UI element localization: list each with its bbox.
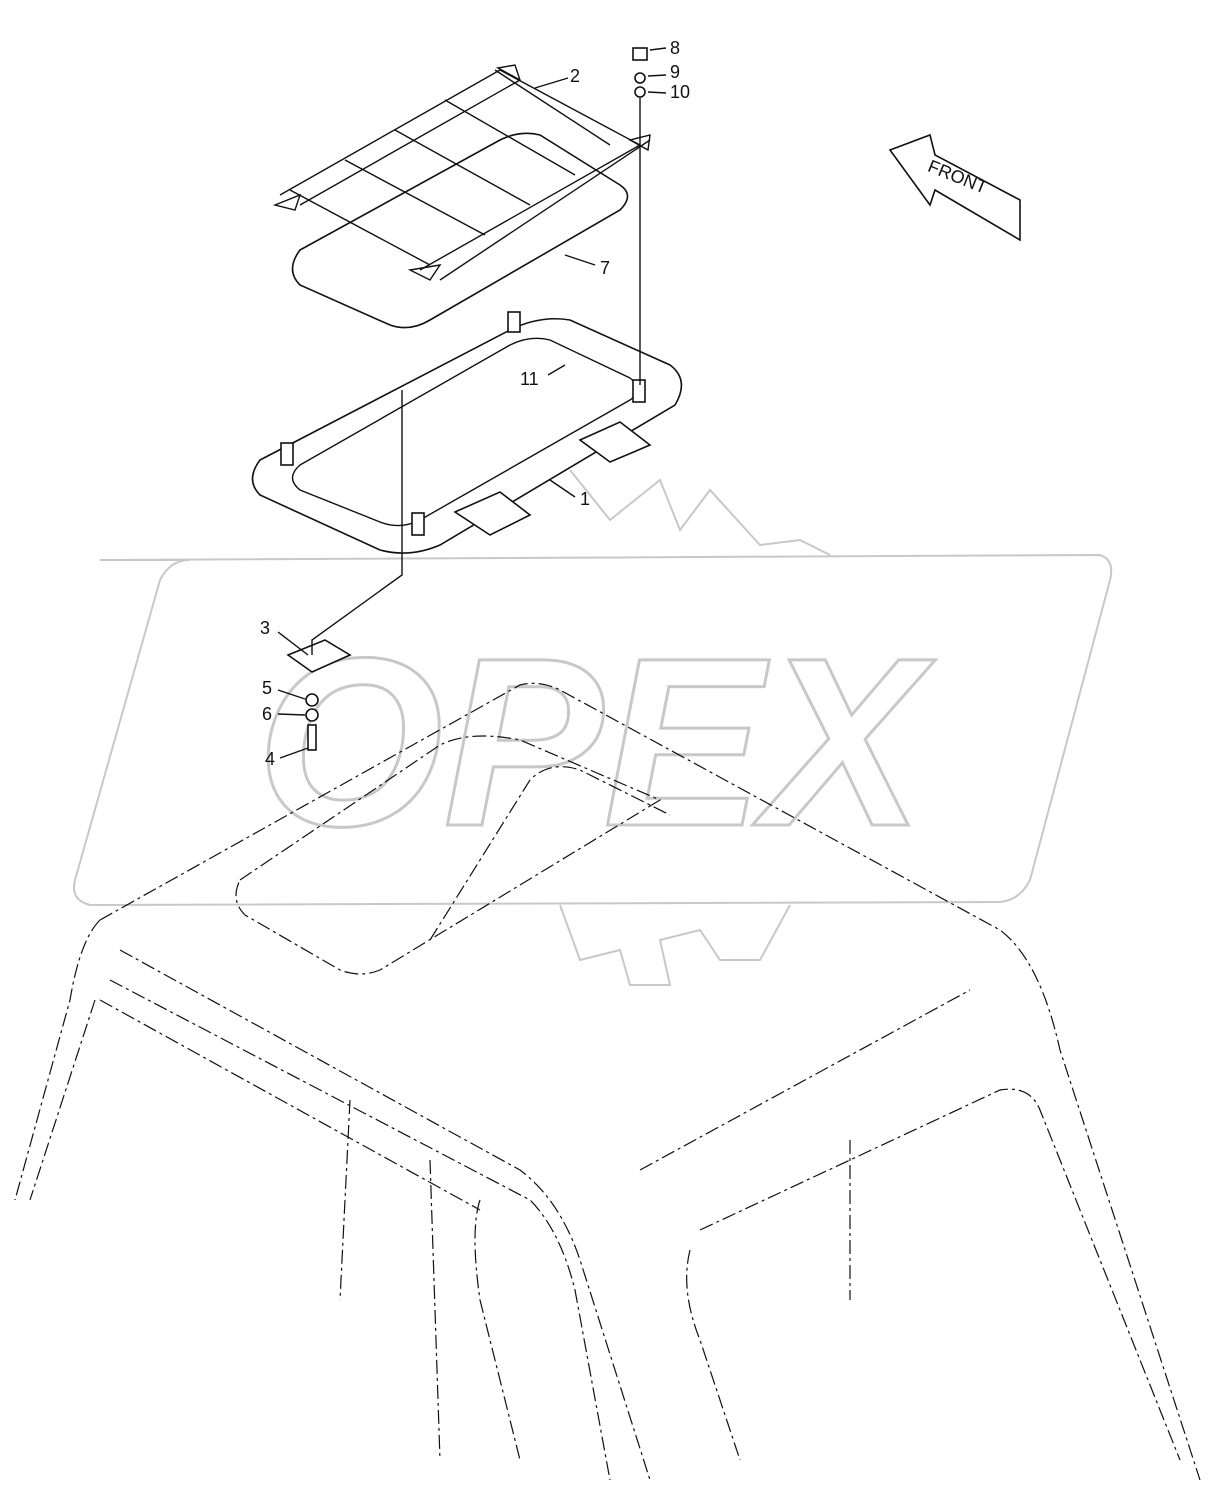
callout-5: 5 [262, 678, 272, 698]
roof-guard [272, 64, 651, 281]
hatch-frame [251, 311, 683, 554]
callout-10: 10 [670, 82, 690, 102]
front-arrow: FRONT [888, 133, 1021, 242]
callout-2: 2 [570, 66, 580, 86]
callout-4: 4 [265, 749, 275, 769]
callout-1: 1 [580, 489, 590, 509]
cab-outline [14, 682, 1201, 1481]
callout-3: 3 [260, 618, 270, 638]
callout-11: 11 [520, 369, 539, 389]
callout-6: 6 [262, 704, 272, 724]
callout-labels: 2 8 9 10 7 11 1 3 5 6 4 [260, 38, 690, 769]
callout-8: 8 [670, 38, 680, 58]
callout-9: 9 [670, 62, 680, 82]
bracket-hardware [286, 47, 648, 751]
callout-7: 7 [600, 258, 610, 278]
watermark-text: OPEX [257, 608, 937, 876]
opex-watermark: OPEX [73, 469, 1113, 986]
glass-panel [291, 132, 629, 329]
